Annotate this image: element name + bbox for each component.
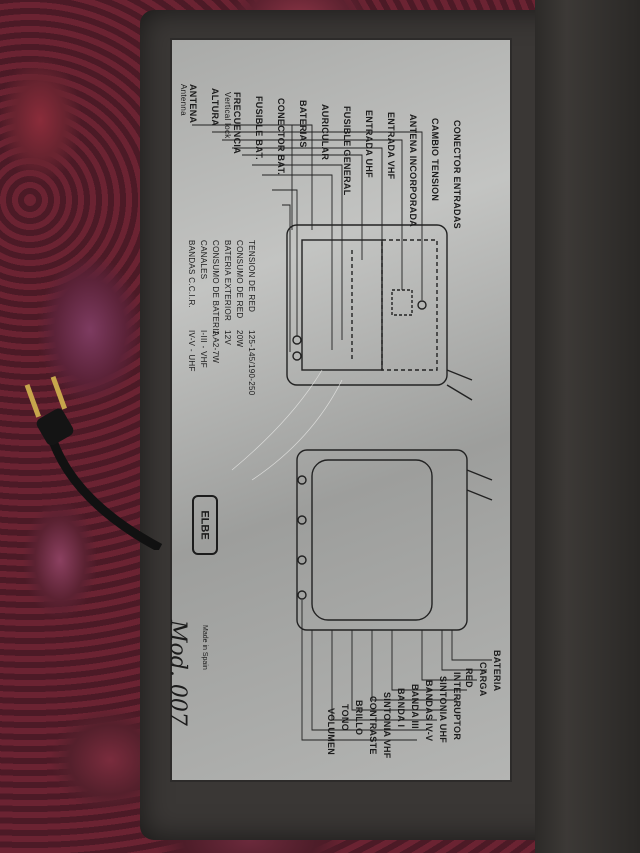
spec-bandas: BANDAS C.C.I.R.: [187, 240, 196, 309]
label-interruptor: INTERRUPTOR: [452, 672, 462, 741]
label-carga: CARGA: [478, 662, 488, 697]
spec-canales-value: I-III - VHF: [199, 330, 208, 368]
label-bateria: BATERIA: [492, 650, 502, 692]
label-banda-iii: BANDA III: [410, 684, 420, 729]
label-conector-bat: CONECTOR BAT.: [276, 98, 286, 176]
label-entrada-vhf: ENTRADA VHF: [386, 112, 396, 180]
label-bandas-iv-v: BANDAS IV-V: [424, 680, 434, 742]
label-conector-entradas: CONECTOR ENTRADAS: [452, 120, 462, 229]
brand-text: ELBE: [199, 510, 211, 540]
info-plate: ANTENA Antenna ALTURA FRECUENCIA Vertica…: [165, 40, 510, 780]
label-sintonia-uhf: SINTONIA UHF: [438, 676, 448, 744]
label-frecuencia: FRECUENCIA: [232, 92, 242, 155]
label-sintonia-vhf: SINTONIA VHF: [382, 692, 392, 759]
spec-bandas-value: IV-V - UHF: [187, 330, 196, 372]
label-cambio-tension: CAMBIO TENSION: [430, 118, 440, 202]
spec-consumo-bat: CONSUMO DE BATERIA: [211, 240, 220, 337]
label-brillo: BRILLO: [354, 700, 364, 736]
label-contraste: CONTRASTE: [368, 696, 378, 755]
label-fusible-bat: FUSIBLE BAT.: [254, 96, 264, 160]
label-baterias: BATERIAS: [298, 100, 308, 148]
label-antena: ANTENA: [188, 84, 198, 124]
spec-tension-value: 125-145/190-250: [247, 330, 256, 396]
spec-consumo-red-value: 20W: [235, 330, 244, 348]
label-red: RED: [464, 668, 474, 688]
made-in-label: Made in Spain: [201, 625, 208, 670]
label-vertical-lock: Vertical lock: [223, 92, 232, 139]
elbe-logo: ELBE: [192, 495, 218, 555]
label-fusible-general: FUSIBLE GENERAL: [342, 106, 352, 196]
label-tono: TONO: [340, 704, 350, 732]
spec-canales: CANALES: [199, 240, 208, 280]
label-banda-i: BANDA I: [396, 688, 406, 728]
spec-bateria-ext-value: 12V: [223, 330, 232, 346]
label-antenna: Antenna: [179, 84, 188, 116]
spec-consumo-red: CONSUMO DE RED: [235, 240, 244, 319]
model-number: Mod. 007: [165, 620, 190, 726]
spec-bateria-ext: BATERIA EXTERIOR: [223, 240, 232, 322]
spec-tension: TENSION DE RED: [247, 240, 256, 313]
power-plug-icon: [24, 375, 163, 550]
label-antena-incorporada: ANTENA INCORPORADA: [408, 114, 418, 228]
spec-consumo-bat-value: 1,A2-7W: [211, 330, 220, 364]
tv-cabinet-side: [535, 0, 640, 853]
schematic-drawing: [192, 124, 493, 741]
label-auricular: AURICULAR: [320, 104, 330, 161]
label-altura: ALTURA: [210, 88, 220, 127]
label-volumen: VOLUMEN: [326, 708, 336, 756]
label-entrada-uhf: ENTRADA UHF: [364, 110, 374, 178]
